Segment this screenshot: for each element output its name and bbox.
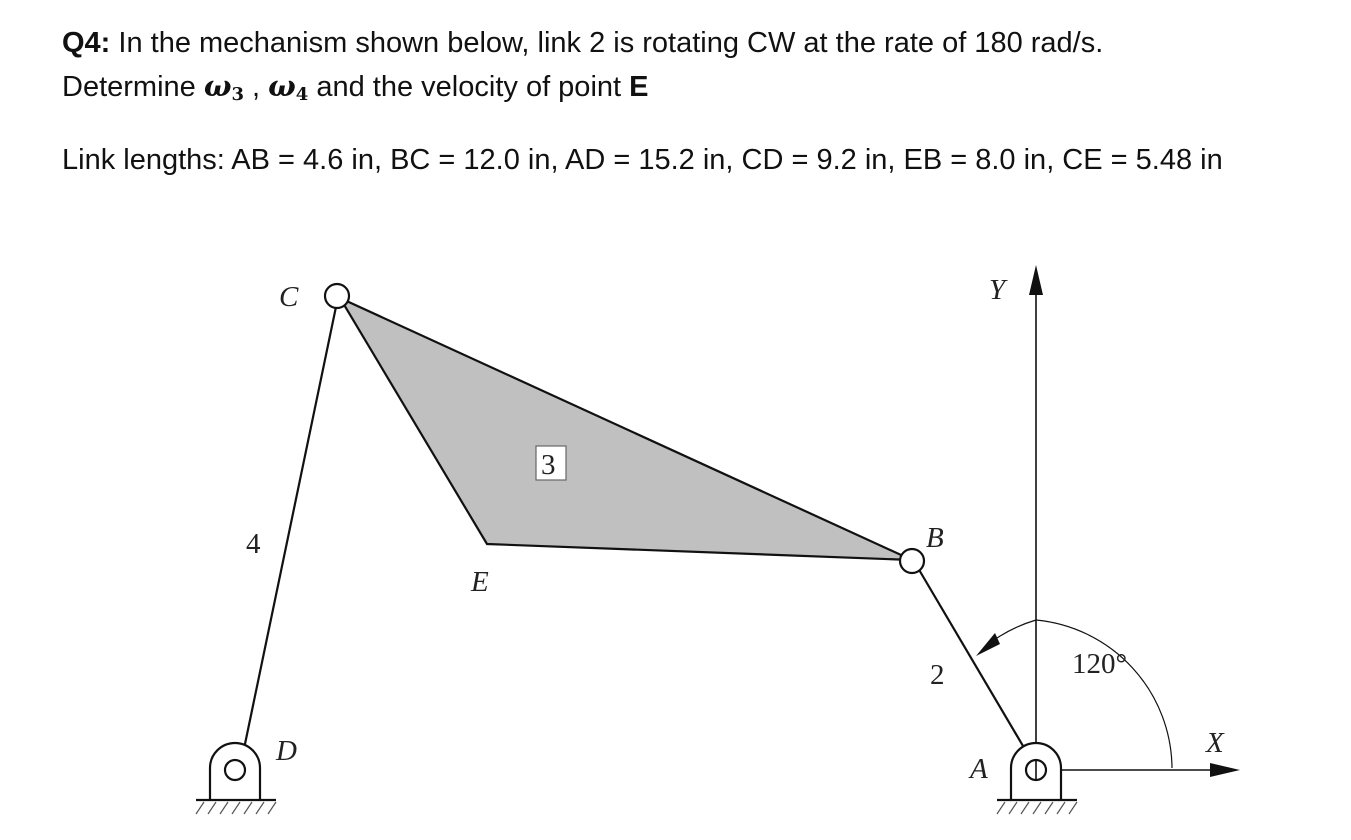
label-link-3: 3 [541,449,556,481]
link-lengths: Link lengths: AB = 4.6 in, BC = 12.0 in,… [62,144,1223,176]
label-b: B [926,522,944,554]
omega-3-symbol: ω [203,69,232,103]
question-text: Q4: In the mechanism shown below, link 2… [62,22,1322,182]
label-link-2: 2 [930,659,945,691]
point-e: E [629,71,649,103]
question-line-1: Q4: In the mechanism shown below, link 2… [62,22,1322,65]
omega-4-symbol: ω [268,69,296,103]
link-2 [917,567,1037,769]
comma-separator: , [243,71,269,103]
question-statement: In the mechanism shown below, link 2 is … [110,27,1104,59]
label-y: Y [989,274,1008,306]
y-axis-arrowhead [1029,265,1043,295]
angle-arc [996,619,1173,769]
joint-c [323,282,351,310]
omega-4-subscript: 4 [295,84,309,105]
ground-pivot-a [996,741,1078,815]
ground-pivot-d [195,741,277,815]
determine-text: Determine [62,71,204,103]
label-x: X [1205,727,1225,759]
link-3-label-box [535,445,567,481]
label-c: C [279,281,299,313]
x-axis-arrowhead [1210,763,1240,777]
question-number: Q4: [62,27,111,59]
omega-3-subscript: 3 [231,84,244,105]
label-a: A [968,753,988,785]
label-angle: 120° [1072,648,1127,680]
angle-arc-arrowhead [976,633,1000,656]
link-3-body [337,295,913,562]
question-line-2: Determine ω3 , ω4 and the velocity of po… [62,65,1322,116]
label-link-4: 4 [246,528,261,560]
velocity-text: and the velocity of point [308,71,630,103]
link-4 [238,301,339,769]
omega-4: ω4 [268,69,309,105]
label-e: E [470,566,489,598]
joint-b [898,547,926,575]
label-d: D [275,735,297,767]
omega-3: ω3 [203,69,244,105]
